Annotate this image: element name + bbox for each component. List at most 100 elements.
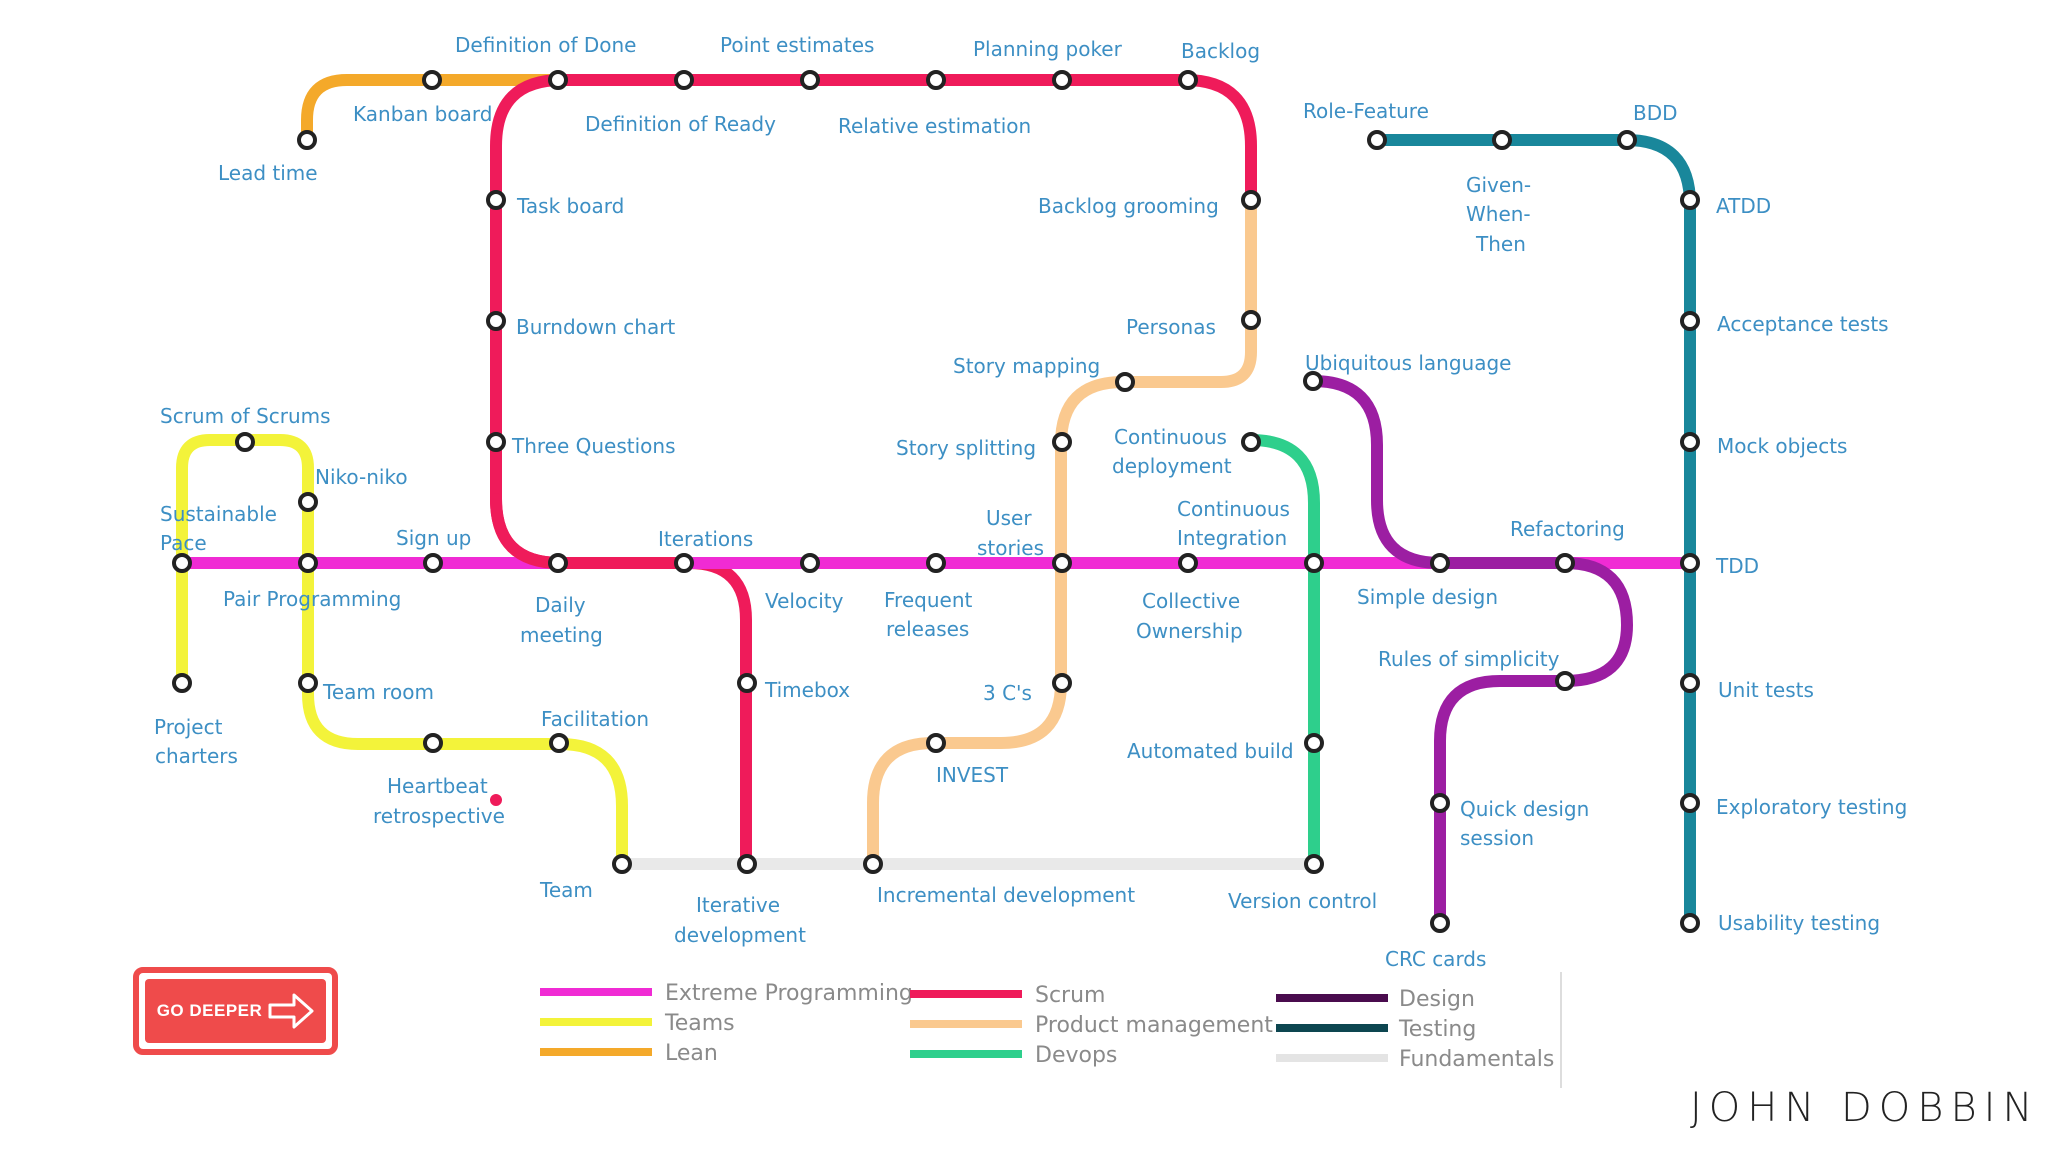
station-3cs[interactable] [1052,673,1072,693]
go-deeper-button[interactable]: GO DEEPER [133,967,338,1055]
legend-label-testing: Testing [1398,1017,1476,1042]
label-continuous-deployment-1: Continuous [1114,425,1227,449]
label-ubiquitous-language: Ubiquitous language [1305,351,1511,375]
station-collective-ownership[interactable] [1178,553,1198,573]
station-mock-objects[interactable] [1680,432,1700,452]
station-lead-time[interactable] [297,130,317,150]
station-scrum-of-scrums[interactable] [235,432,255,452]
station-three-questions[interactable] [486,432,506,452]
design-line [1307,375,1633,929]
station-bdd[interactable] [1617,130,1637,150]
station-personas[interactable] [1241,310,1261,330]
station-role-feature[interactable] [1367,130,1387,150]
station-team[interactable] [612,854,632,874]
station-planning-poker[interactable] [1052,70,1072,90]
station-definition-of-ready[interactable] [674,70,694,90]
station-atdd[interactable] [1680,190,1700,210]
station-simple-design[interactable] [1430,553,1450,573]
label-definition-of-done: Definition of Done [455,33,636,57]
station-timebox[interactable] [737,673,757,693]
station-crc-cards[interactable] [1430,913,1450,933]
station-pair-programming[interactable] [298,553,318,573]
station-usability-testing[interactable] [1680,913,1700,933]
station-backlog[interactable] [1178,70,1198,90]
label-unit-tests: Unit tests [1718,678,1814,702]
label-iterations: Iterations [658,527,753,551]
station-story-mapping[interactable] [1115,372,1135,392]
station-rules-of-simplicity[interactable] [1555,671,1575,691]
legend-label-scrum: Scrum [1035,983,1105,1008]
station-project-charters[interactable] [172,673,192,693]
label-sustainable-pace-2: Pace [160,531,207,555]
station-burndown-chart[interactable] [486,311,506,331]
label-relative-estimation: Relative estimation [838,114,1031,138]
station-team-room[interactable] [298,673,318,693]
label-kanban-board: Kanban board [353,102,492,126]
station-frequent-releases[interactable] [926,553,946,573]
label-acceptance-tests: Acceptance tests [1717,312,1889,336]
label-lead-time: Lead time [218,161,318,185]
station-definition-of-done[interactable] [548,70,568,90]
station-ubiquitous-language[interactable] [1303,371,1323,391]
label-continuous-integration-1: Continuous [1177,497,1290,521]
station-tdd[interactable] [1680,553,1700,573]
station-version-control[interactable] [1304,854,1324,874]
label-daily-meeting-1: Daily [535,593,586,617]
station-kanban-board[interactable] [422,70,442,90]
label-collective-ownership-2: Ownership [1136,619,1243,643]
label-story-splitting: Story splitting [896,436,1036,460]
station-quick-design-session[interactable] [1430,793,1450,813]
label-then: Then [1475,232,1526,256]
label-heartbeat-retrospective-1: Heartbeat [387,774,488,798]
station-velocity[interactable] [800,553,820,573]
label-collective-ownership-1: Collective [1142,589,1240,613]
station-incremental-development[interactable] [863,854,883,874]
station-daily-meeting[interactable] [548,553,568,573]
label-facilitation: Facilitation [541,707,649,731]
label-quick-design-session-1: Quick design [1460,797,1589,821]
label-incremental-development: Incremental development [877,883,1135,907]
station-acceptance-tests[interactable] [1680,311,1700,331]
station-heartbeat-retrospective[interactable] [423,733,443,753]
station-sign-up[interactable] [423,553,443,573]
go-deeper-button-face: GO DEEPER [145,979,326,1043]
station-iterative-development[interactable] [737,854,757,874]
station-user-stories[interactable] [1052,553,1072,573]
station-automated-build[interactable] [1304,733,1324,753]
station-invest[interactable] [926,733,946,753]
station-given-when-then[interactable] [1492,130,1512,150]
station-iterations[interactable] [674,553,694,573]
station-niko-niko[interactable] [298,492,318,512]
label-scrum-of-scrums: Scrum of Scrums [160,404,331,428]
label-daily-meeting-2: meeting [520,623,603,647]
legend-label-teams: Teams [664,1011,735,1036]
scrum-xp-overlay [490,493,689,569]
station-task-board[interactable] [486,190,506,210]
label-exploratory-testing: Exploratory testing [1716,795,1907,819]
label-backlog-grooming: Backlog grooming [1038,194,1219,218]
station-sustainable-pace[interactable] [172,553,192,573]
station-backlog-grooming[interactable] [1241,190,1261,210]
station-unit-tests[interactable] [1680,673,1700,693]
label-velocity: Velocity [765,589,844,613]
legend-label-xp: Extreme Programming [665,981,913,1006]
station-exploratory-testing[interactable] [1680,793,1700,813]
label-refactoring: Refactoring [1510,517,1625,541]
station-facilitation[interactable] [549,733,569,753]
station-refactoring[interactable] [1555,553,1575,573]
station-point-estimates[interactable] [800,70,820,90]
label-burndown-chart: Burndown chart [516,315,675,339]
label-rules-of-simplicity: Rules of simplicity [1378,647,1560,671]
legend-label-fundamentals: Fundamentals [1399,1047,1554,1072]
label-team: Team [539,878,593,902]
label-frequent-releases-1: Frequent [884,588,972,612]
label-timebox: Timebox [764,678,850,702]
legend: Extreme Programming Teams Lean Scrum Pro… [540,972,1562,1088]
station-continuous-integration[interactable] [1304,553,1324,573]
label-iterative-development-1: Iterative [696,893,780,917]
go-deeper-label: GO DEEPER [156,1001,263,1020]
station-continuous-deployment[interactable] [1241,432,1261,452]
station-relative-estimation[interactable] [926,70,946,90]
station-story-splitting[interactable] [1052,432,1072,452]
